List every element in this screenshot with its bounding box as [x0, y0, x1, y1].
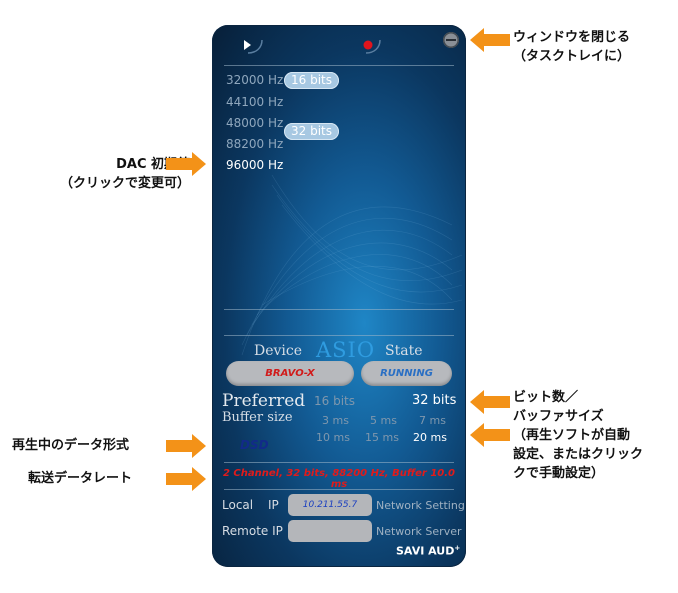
annotation-line: ビット数／ — [513, 390, 579, 405]
record-icon — [363, 39, 381, 54]
savi-audio-window — [212, 25, 466, 567]
annotation-transfer-rate: 転送データレート — [28, 471, 133, 486]
remote-ip-field[interactable] — [288, 520, 372, 542]
buffer-15ms[interactable]: 15 ms — [365, 431, 399, 444]
local-ip-field[interactable]: 10.211.55.7 — [288, 494, 372, 516]
state-label: State — [385, 343, 423, 359]
divider — [224, 462, 454, 463]
local-label: Local — [222, 498, 254, 512]
buffer-5ms[interactable]: 5 ms — [370, 414, 397, 427]
bits-32-option[interactable]: 32 bits — [284, 123, 339, 140]
device-label: Device — [254, 343, 303, 359]
network-setting-button[interactable]: Network Setting — [376, 499, 465, 512]
preferred-title: Preferred — [222, 391, 306, 411]
rate-96000[interactable]: 96000 Hz — [226, 158, 284, 172]
remote-ip-label: Remote IP — [222, 524, 283, 538]
rate-48000[interactable]: 48000 Hz — [226, 116, 284, 130]
arrow-left-icon — [470, 423, 510, 447]
background-swirl — [241, 174, 463, 356]
annotation-close-window: ウィンドウを閉じる （タスクトレイに） — [513, 28, 630, 66]
arrow-left-icon — [470, 28, 510, 52]
buffer-3ms[interactable]: 3 ms — [322, 414, 349, 427]
annotation-line: 設定、またはクリック — [513, 447, 644, 462]
annotation-bits-buffer: ビット数／ バッファサイズ （再生ソフトが自動 設定、またはクリック クで手動設… — [513, 388, 643, 483]
buffer-7ms[interactable]: 7 ms — [419, 414, 446, 427]
divider — [224, 335, 454, 336]
rate-88200[interactable]: 88200 Hz — [226, 137, 284, 151]
pref-bits-16[interactable]: 16 bits — [314, 394, 355, 408]
divider — [224, 309, 454, 310]
buffer-20ms[interactable]: 20 ms — [413, 431, 447, 444]
divider — [224, 489, 454, 490]
network-server-button[interactable]: Network Server — [376, 525, 462, 538]
play-icon — [244, 39, 263, 54]
play-button[interactable] — [242, 36, 264, 56]
bits-16-option[interactable]: 16 bits — [284, 72, 339, 89]
ip-label: IP — [268, 498, 279, 512]
format-indicator: DSD — [240, 438, 269, 452]
record-button[interactable] — [360, 36, 382, 56]
arrow-right-icon — [166, 152, 206, 176]
buffer-size-label: Buffer size — [222, 410, 293, 425]
status-line: 2 Channel, 32 bits, 88200 Hz, Buffer 10.… — [222, 468, 456, 490]
pref-bits-32[interactable]: 32 bits — [412, 393, 457, 408]
annotation-line: クで手動設定） — [513, 466, 605, 481]
rate-32000[interactable]: 32000 Hz — [226, 73, 284, 87]
annotation-line: （クリックで変更可） — [60, 176, 191, 191]
annotation-playing-format: 再生中のデータ形式 — [12, 438, 130, 453]
annotation-line: バッファサイズ — [513, 409, 604, 424]
arrow-right-icon — [166, 467, 206, 491]
savi-audio-logo: SAVI AUD+ — [396, 544, 460, 558]
device-select[interactable]: BRAVO-X — [226, 361, 354, 386]
annotation-line: ウィンドウを閉じる — [513, 30, 631, 45]
rate-44100[interactable]: 44100 Hz — [226, 95, 284, 109]
arrow-right-icon — [166, 434, 206, 458]
buffer-10ms[interactable]: 10 ms — [316, 431, 350, 444]
arrow-left-icon — [470, 390, 510, 414]
close-button[interactable] — [443, 32, 459, 48]
state-value[interactable]: RUNNING — [361, 361, 452, 386]
logo-text: SAVI AUD — [396, 544, 455, 558]
asio-label: ASIO — [316, 338, 376, 362]
annotation-line: （タスクトレイに） — [513, 49, 631, 64]
annotation-line: （再生ソフトが自動 — [513, 428, 631, 443]
divider — [224, 65, 454, 66]
logo-mark: + — [454, 544, 461, 552]
